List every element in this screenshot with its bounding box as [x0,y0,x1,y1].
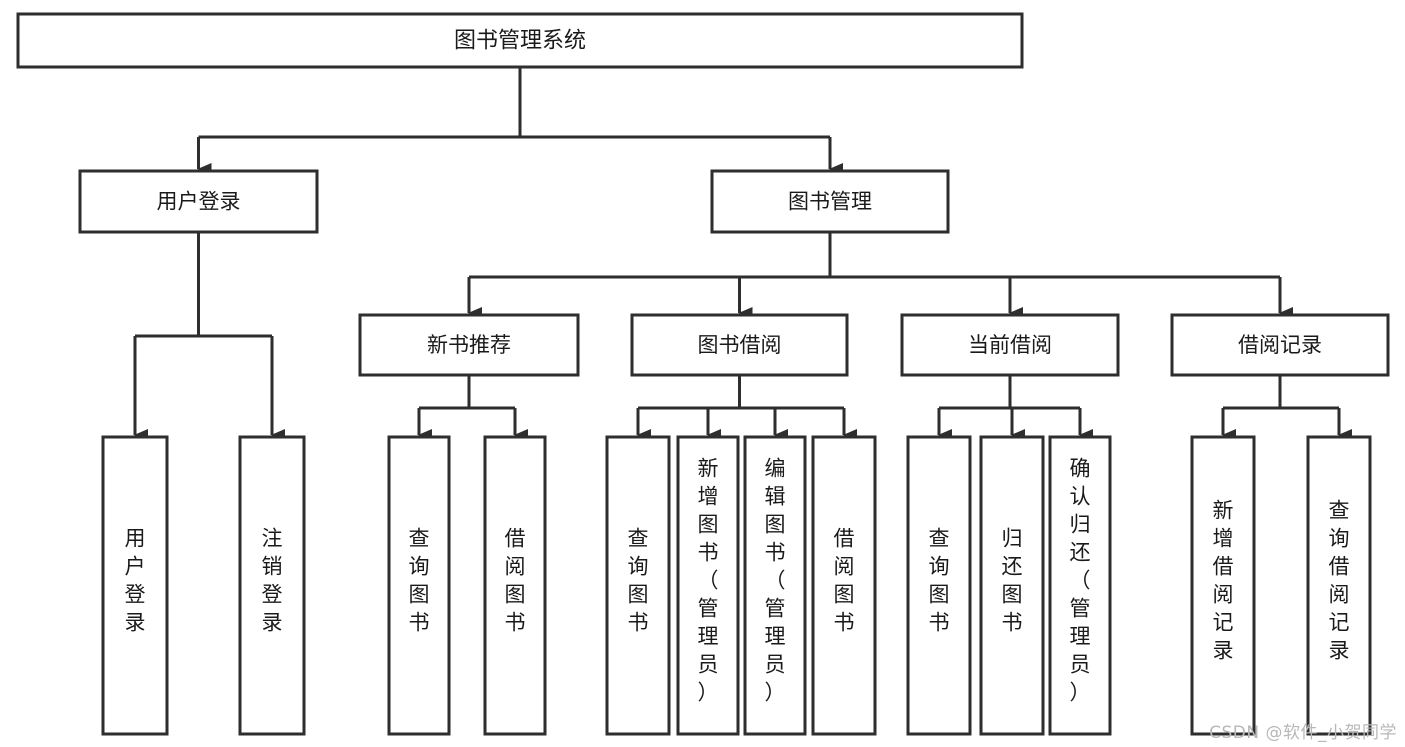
node-return-book[interactable]: 归还图书 [979,435,1045,736]
node-box-borrow-book-1 [483,435,547,736]
node-borrow-book-1[interactable]: 借阅图书 [483,435,547,736]
node-box-new-book-recommend [358,313,580,377]
node-box-book-manage [710,169,950,234]
node-label-user-login-do: 用户登录 [125,527,146,635]
node-edit-book[interactable]: 编辑图书（管理员） [743,435,807,736]
node-box-query-book-1 [387,435,451,736]
node-label-edit-book: 编辑图书（管理员） [765,457,786,705]
node-label-return-book: 归还图书 [1002,527,1023,635]
csdn-watermark: CSDN @软件_小贺同学 [1209,723,1397,743]
node-confirm-return[interactable]: 确认归还（管理员） [1048,435,1112,736]
connector-layer [133,67,1352,441]
node-label-user-login: 用户登录 [157,190,241,214]
node-layer: 图书管理系统用户登录图书管理用户登录注销登录新书推荐查询图书借阅图书图书借阅查询… [16,12,1390,736]
node-box-root [16,12,1024,69]
node-book-borrow[interactable]: 图书借阅 [630,313,849,377]
node-label-borrow-book-2: 借阅图书 [834,527,855,635]
node-box-query-book-2 [605,435,671,736]
node-box-confirm-return [1048,435,1112,736]
node-box-add-borrow-record [1190,435,1256,736]
node-label-query-borrow-record: 查询借阅记录 [1329,499,1350,663]
node-box-edit-book [743,435,807,736]
node-user-login[interactable]: 用户登录 [78,169,319,234]
node-label-user-logout: 注销登录 [262,527,283,635]
node-box-query-borrow-record [1306,435,1372,736]
node-box-add-book [676,435,740,736]
node-query-book-2[interactable]: 查询图书 [605,435,671,736]
node-label-current-borrow: 当前借阅 [968,333,1052,357]
node-box-user-login [78,169,319,234]
node-box-return-book [979,435,1045,736]
node-label-root: 图书管理系统 [454,29,586,54]
node-label-add-book: 新增图书（管理员） [698,457,719,705]
node-label-query-book-2: 查询图书 [628,527,649,635]
node-user-login-do[interactable]: 用户登录 [101,435,169,736]
node-current-borrow[interactable]: 当前借阅 [900,313,1120,377]
node-box-user-login-do [101,435,169,736]
node-box-borrow-record [1170,313,1390,377]
node-new-book-recommend[interactable]: 新书推荐 [358,313,580,377]
node-label-query-book-1: 查询图书 [409,527,430,635]
node-borrow-book-2[interactable]: 借阅图书 [811,435,877,736]
node-box-borrow-book-2 [811,435,877,736]
node-label-book-manage: 图书管理 [788,190,872,214]
node-label-confirm-return: 确认归还（管理员） [1070,457,1091,705]
node-query-book-1[interactable]: 查询图书 [387,435,451,736]
node-borrow-record[interactable]: 借阅记录 [1170,313,1390,377]
node-box-user-logout [238,435,306,736]
node-label-new-book-recommend: 新书推荐 [427,333,511,357]
node-label-query-book-3: 查询图书 [929,527,950,635]
node-user-logout[interactable]: 注销登录 [238,435,306,736]
node-book-manage[interactable]: 图书管理 [710,169,950,234]
node-label-add-borrow-record: 新增借阅记录 [1213,499,1234,663]
node-query-book-3[interactable]: 查询图书 [906,435,972,736]
node-box-book-borrow [630,313,849,377]
node-add-book[interactable]: 新增图书（管理员） [676,435,740,736]
node-label-book-borrow: 图书借阅 [698,333,782,357]
node-label-borrow-book-1: 借阅图书 [505,527,526,635]
node-add-borrow-record[interactable]: 新增借阅记录 [1190,435,1256,736]
node-root[interactable]: 图书管理系统 [16,12,1024,69]
node-box-query-book-3 [906,435,972,736]
node-label-borrow-record: 借阅记录 [1238,333,1322,357]
node-box-current-borrow [900,313,1120,377]
node-query-borrow-record[interactable]: 查询借阅记录 [1306,435,1372,736]
